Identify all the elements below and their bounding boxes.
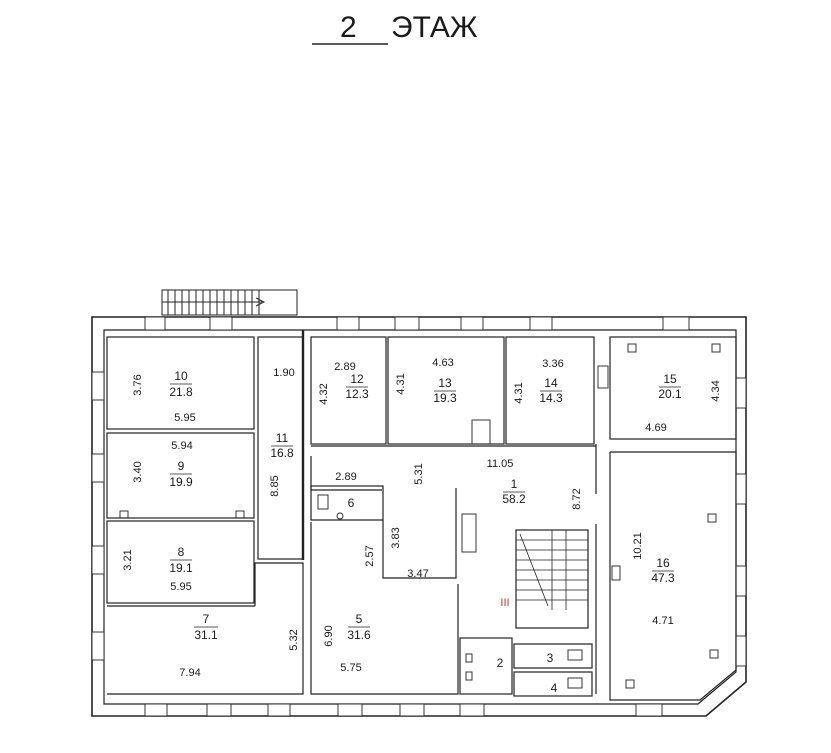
dimension-label: 3.47 [407, 568, 428, 580]
room-number-6: 6 [348, 496, 355, 510]
room-area-13: 19.3 [433, 391, 457, 405]
dimension-label: 5.95 [170, 581, 191, 593]
outer-walls [91, 316, 747, 717]
room-number-4: 4 [551, 681, 558, 695]
room-area-5: 31.6 [347, 628, 371, 642]
fixtures [119, 343, 721, 689]
room-number-12: 12 [350, 372, 364, 386]
room-area-15: 20.1 [658, 387, 682, 401]
room-area-16: 47.3 [651, 571, 675, 585]
dimension-label: 3.83 [390, 527, 402, 548]
dimension-label: 6.90 [323, 625, 335, 646]
room-number-14: 14 [544, 376, 558, 390]
dimension-label: 4.32 [318, 383, 330, 404]
dimension-label: 5.94 [171, 440, 192, 452]
dimension-label: 11.05 [487, 458, 514, 470]
room-area-10: 21.8 [169, 385, 193, 399]
dimension-label: 3.21 [122, 549, 134, 570]
dimension-label: 4.34 [710, 380, 722, 401]
room-number-11: 11 [276, 431, 289, 445]
room-number-7: 7 [203, 612, 210, 626]
room-number-13: 13 [438, 376, 452, 390]
room-number-8: 8 [178, 545, 185, 559]
room-number-1: 1 [511, 477, 518, 491]
room-area-8: 19.1 [169, 561, 193, 575]
room-number-10: 10 [174, 369, 188, 383]
dimension-label: 10.21 [632, 532, 644, 560]
dimension-label: 5.75 [340, 662, 361, 674]
room-number-3: 3 [547, 651, 554, 665]
room-number-15: 15 [663, 372, 677, 386]
dimension-label: 8.85 [269, 475, 281, 496]
room-number-2: 2 [497, 656, 504, 670]
room-area-9: 19.9 [169, 475, 193, 489]
dimension-label: 2.57 [364, 545, 376, 566]
dimension-label: 8.72 [571, 488, 583, 509]
interior-walls [106, 330, 737, 701]
dimension-label: 5.31 [413, 463, 425, 484]
dimension-label: 5.32 [288, 629, 300, 650]
stair-mark: III [500, 597, 509, 609]
windows [91, 316, 747, 717]
room-area-14: 14.3 [539, 391, 563, 405]
dimension-label: 1.90 [273, 367, 294, 379]
stair-treads [516, 530, 588, 610]
floor-number: 2 [340, 11, 357, 44]
room-number-9: 9 [178, 459, 185, 473]
dimension-label: 2.89 [335, 471, 356, 483]
dimension-label: 4.63 [432, 357, 453, 369]
dimension-labels: 3.76 5.95 5.94 3.40 3.21 5.95 7.94 5.32 … [122, 357, 722, 679]
dimension-label: 4.31 [395, 373, 407, 394]
room-area-7: 31.1 [194, 628, 218, 642]
floor-word: ЭТАЖ [391, 11, 478, 44]
dimension-label: 7.94 [179, 667, 200, 679]
dimension-label: 3.40 [132, 461, 144, 482]
room-number-16: 16 [656, 556, 670, 570]
dimension-label: 5.95 [174, 412, 195, 424]
dimension-label: 4.71 [652, 615, 673, 627]
dimension-label: 3.76 [132, 374, 144, 395]
dimension-label: 4.69 [645, 422, 666, 434]
entrance-steps [161, 289, 298, 316]
area-dividers [170, 383, 681, 628]
dimension-label: 2.89 [334, 361, 355, 373]
room-area-1: 58.2 [502, 492, 526, 506]
dimension-label: 3.36 [542, 358, 563, 370]
room-number-5: 5 [356, 612, 363, 626]
room-area-12: 12.3 [345, 387, 369, 401]
room-labels: 10 21.8 9 19.9 8 19.1 7 31.1 11 16.8 12 … [169, 369, 682, 695]
dimension-label: 4.31 [513, 382, 525, 403]
room-area-11: 16.8 [270, 446, 294, 460]
